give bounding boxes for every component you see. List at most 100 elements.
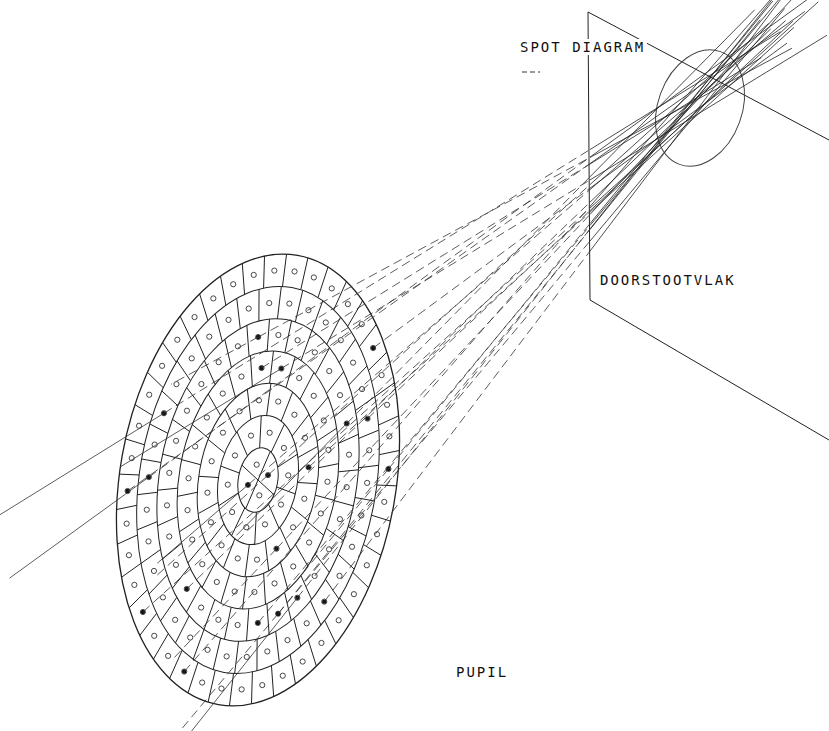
ray-origin-dot [259, 366, 263, 370]
pupil-sector-line [237, 298, 241, 328]
ray-back [171, 337, 258, 384]
sample-point [151, 568, 156, 573]
pupil-sector-line [307, 522, 323, 536]
sample-point [226, 317, 231, 322]
sample-point [337, 573, 342, 578]
sample-point [267, 300, 272, 305]
pupil-sector-line [359, 430, 379, 438]
pupil-sector-line [141, 550, 160, 564]
sample-point [265, 649, 270, 654]
pupil-sector-line [180, 316, 191, 339]
ray-dashed [187, 202, 590, 589]
pupil-sector-line [170, 650, 183, 678]
sample-point [173, 438, 178, 443]
pupil-sector-line [295, 290, 302, 322]
sample-point [231, 282, 236, 287]
ray-back [236, 423, 346, 535]
sample-point [278, 502, 283, 507]
sample-point [132, 582, 137, 587]
pupil-sector-line [355, 397, 374, 411]
pupil-sector-line [122, 563, 141, 577]
pupil-sector-line [379, 416, 399, 425]
sample-point [225, 482, 230, 487]
sample-point [365, 480, 370, 485]
pupil-sector-line [338, 554, 354, 569]
pupil-sector-line [129, 590, 147, 608]
pupil-sector-line [348, 301, 363, 327]
pupil-sector-line [195, 335, 205, 359]
pupil-sector-line [221, 276, 226, 305]
sample-point [216, 360, 221, 365]
ray-back [163, 614, 279, 731]
pupil-sector-line [271, 424, 284, 452]
sample-point [292, 269, 297, 274]
pupil-sector-line [204, 600, 215, 630]
sample-point [349, 544, 354, 549]
pupil-sector-line [334, 282, 347, 310]
sample-point [174, 382, 179, 387]
pupil-sector-line [163, 343, 177, 363]
pupil-sector-line [315, 495, 334, 500]
ray-dashed [278, 241, 590, 614]
sample-point [186, 476, 191, 481]
ray-dashed [276, 214, 590, 548]
sample-point [327, 368, 332, 373]
pupil-sector-line [301, 331, 312, 361]
sample-point [346, 452, 351, 457]
sample-point [147, 392, 152, 397]
pupil-sector-line [286, 357, 295, 388]
ray-dashed [367, 211, 590, 419]
sample-point [205, 647, 210, 652]
ray-solid [590, 35, 827, 180]
pupil-sector-line [162, 391, 178, 406]
sample-point [351, 592, 356, 597]
pupil-sector-line [311, 397, 329, 418]
sample-point [152, 633, 157, 638]
sample-point [246, 306, 251, 311]
ray-dashed [262, 164, 590, 368]
sample-point [326, 547, 331, 552]
ray-back [185, 598, 297, 731]
pupil-sector-line [295, 545, 307, 567]
sample-point [292, 412, 297, 417]
ray-dashed [373, 188, 590, 348]
sample-point [281, 445, 286, 450]
pupil-sector-line [158, 517, 178, 526]
pupil-sector-line [200, 294, 208, 321]
pupil-sector-line [229, 673, 233, 705]
ray-back [120, 369, 281, 468]
pupil-sector-line [270, 351, 274, 383]
ray-back [0, 413, 164, 538]
sample-point [364, 563, 369, 568]
sample-point [219, 543, 224, 548]
pupil-sector-line [298, 482, 318, 483]
pupil-ring [183, 374, 333, 587]
ray-solid [590, 2, 818, 208]
pupil-sector-line [219, 493, 239, 506]
ray-dashed [388, 224, 590, 469]
pupil-sector-line [315, 348, 329, 374]
pupil-sector-line [246, 480, 258, 509]
sample-point [209, 459, 214, 464]
pupil-ring [83, 232, 434, 729]
sample-point [199, 605, 204, 610]
plane-label: DOORSTOOTVLAK [598, 272, 738, 288]
sample-point [184, 408, 189, 413]
sample-point [126, 553, 131, 558]
ray-dashed [258, 225, 590, 622]
pupil-sector-line [319, 464, 339, 468]
pupil-sector-line [150, 424, 168, 433]
ray-dashed [268, 185, 590, 476]
sample-point [205, 490, 210, 495]
sample-point [267, 430, 272, 435]
pupil-sector-line [348, 527, 366, 536]
pupil-sector-line [149, 575, 167, 594]
pupil-sector-line [147, 372, 163, 387]
pupil-sector-line [158, 488, 178, 490]
sample-point [164, 503, 169, 508]
sample-point [235, 622, 240, 627]
pupil-sector-line [269, 504, 280, 528]
sample-point [208, 520, 213, 525]
pupil-sector-line [198, 502, 218, 513]
pupil-sector-line [280, 527, 291, 551]
